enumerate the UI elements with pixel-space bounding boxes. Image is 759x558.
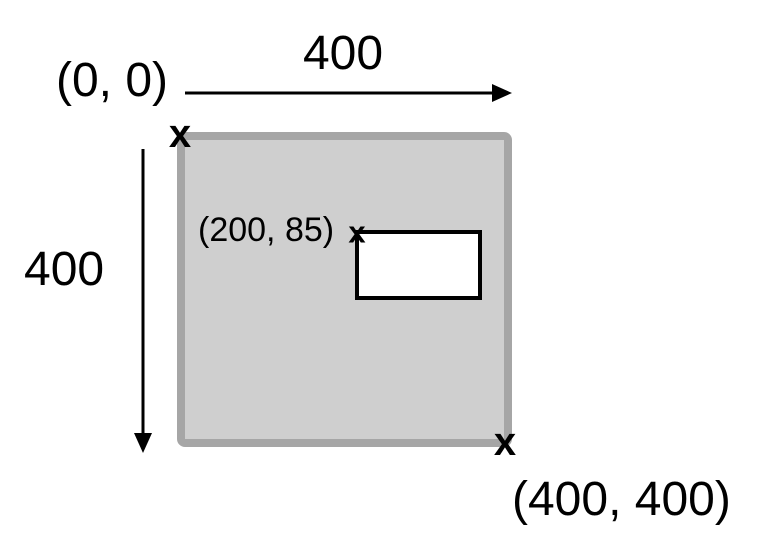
y-axis-arrow — [134, 149, 152, 453]
origin-coordinate-label: (0, 0) — [56, 54, 169, 107]
bottom-right-corner-marker: x — [493, 420, 517, 464]
x-axis-arrow — [185, 84, 512, 102]
origin-corner-marker: x — [168, 112, 192, 156]
height-dimension-label: 400 — [24, 243, 105, 296]
width-dimension-label: 400 — [302, 27, 384, 80]
inner-rect-coordinate-label: (200, 85) — [198, 211, 335, 249]
bottom-right-coordinate-label: (400, 400) — [512, 473, 731, 526]
inner-rectangle — [355, 230, 482, 300]
inner-rect-corner-marker: x — [348, 214, 366, 250]
